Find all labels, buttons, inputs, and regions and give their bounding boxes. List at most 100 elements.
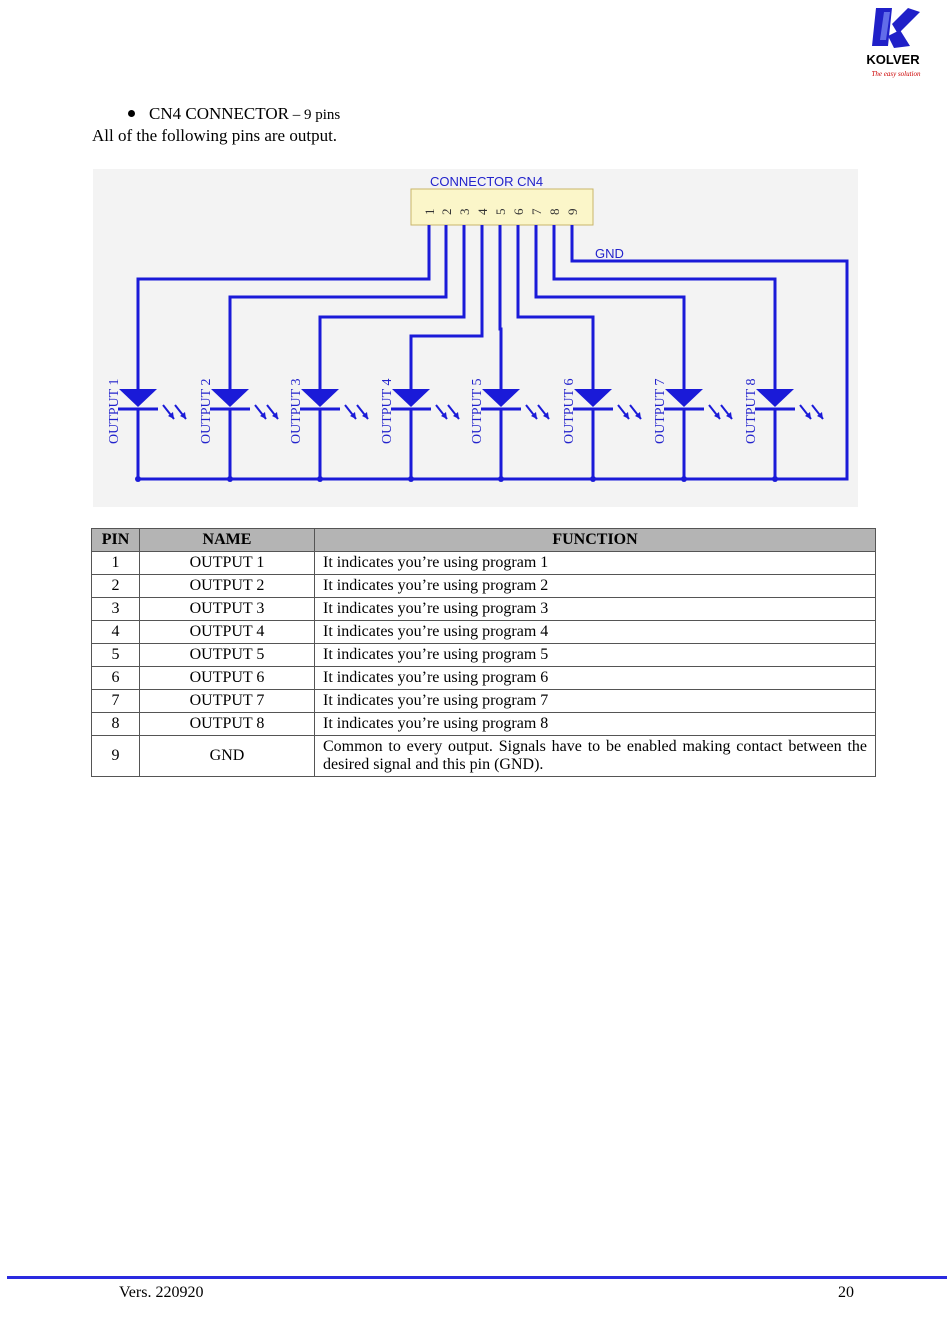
emission-arrowhead-icon xyxy=(441,412,447,419)
kolver-logo: KOLVER The easy solution xyxy=(866,8,921,78)
function-cell: It indicates you’re using program 4 xyxy=(314,620,876,644)
output-label: OUTPUT 5 xyxy=(470,379,485,444)
led-triangle-icon xyxy=(665,389,703,407)
output-label: OUTPUT 7 xyxy=(653,379,668,444)
emission-arrowhead-icon xyxy=(180,412,186,419)
pin-number-label: 1 xyxy=(422,209,437,216)
table-header-row: PIN NAME FUNCTION xyxy=(91,528,876,552)
led-triangle-icon xyxy=(574,389,612,407)
emission-arrowhead-icon xyxy=(260,412,266,419)
emission-arrowhead-icon xyxy=(726,412,732,419)
output-label: OUTPUT 2 xyxy=(199,379,214,444)
junction-dot xyxy=(317,476,323,482)
signal-wire xyxy=(228,225,448,389)
pin-number-label: 6 xyxy=(511,208,526,215)
function-cell: It indicates you’re using program 8 xyxy=(314,712,876,736)
output-label: OUTPUT 8 xyxy=(744,379,759,444)
emission-arrowhead-icon xyxy=(635,412,641,419)
emission-arrowhead-icon xyxy=(272,412,278,419)
led-triangle-icon xyxy=(211,389,249,407)
junction-dot xyxy=(135,476,141,482)
connector-label: CONNECTOR CN4 xyxy=(430,174,543,189)
function-cell: It indicates you’re using program 1 xyxy=(314,551,876,575)
signal-wire xyxy=(498,225,503,389)
led-triangle-icon xyxy=(482,389,520,407)
header-function: FUNCTION xyxy=(314,528,876,552)
emission-arrowhead-icon xyxy=(623,412,629,419)
pin-cell: 9 xyxy=(91,735,140,777)
emission-arrowhead-icon xyxy=(805,412,811,419)
name-cell: GND xyxy=(139,735,315,777)
gnd-label: GND xyxy=(595,246,624,261)
led-triangle-icon xyxy=(119,389,157,407)
junction-dot xyxy=(681,476,687,482)
junction-dot xyxy=(772,476,778,482)
led-triangle-icon xyxy=(301,389,339,407)
pin-number-label: 8 xyxy=(547,209,562,216)
pin-cell: 2 xyxy=(91,574,140,598)
name-cell: OUTPUT 1 xyxy=(139,551,315,575)
signal-wire xyxy=(516,225,595,389)
name-cell: OUTPUT 6 xyxy=(139,666,315,690)
output-label: OUTPUT 4 xyxy=(380,379,395,444)
signal-wire xyxy=(534,225,686,389)
function-cell: It indicates you’re using program 2 xyxy=(314,574,876,598)
header-name: NAME xyxy=(139,528,315,552)
section-title-suffix: – 9 pins xyxy=(288,107,341,123)
name-cell: OUTPUT 7 xyxy=(139,689,315,713)
logo-brand: KOLVER xyxy=(866,52,920,67)
name-cell: OUTPUT 8 xyxy=(139,712,315,736)
name-cell: OUTPUT 4 xyxy=(139,620,315,644)
emission-arrowhead-icon xyxy=(817,412,823,419)
pin-cell: 5 xyxy=(91,643,140,667)
junction-dot xyxy=(590,476,596,482)
name-cell: OUTPUT 5 xyxy=(139,643,315,667)
name-cell: OUTPUT 2 xyxy=(139,574,315,598)
signal-wire xyxy=(136,225,431,389)
emission-arrowhead-icon xyxy=(168,412,174,419)
pin-number-label: 4 xyxy=(475,208,490,215)
output-label: OUTPUT 6 xyxy=(562,379,577,444)
emission-arrowhead-icon xyxy=(350,412,356,419)
pin-number-label: 9 xyxy=(565,209,580,216)
page-number: 20 xyxy=(838,1284,854,1301)
signal-wire xyxy=(409,225,484,389)
signal-wire xyxy=(318,225,466,389)
pin-cell: 3 xyxy=(91,597,140,621)
pin-cell: 8 xyxy=(91,712,140,736)
connector-box xyxy=(410,188,594,226)
pin-number-label: 2 xyxy=(439,209,454,216)
pin-number-label: 7 xyxy=(529,208,544,215)
emission-arrowhead-icon xyxy=(362,412,368,419)
pin-number-label: 3 xyxy=(457,209,472,216)
bullet-icon xyxy=(128,109,135,117)
led-triangle-icon xyxy=(756,389,794,407)
output-label: OUTPUT 1 xyxy=(107,379,122,444)
function-cell: It indicates you’re using program 3 xyxy=(314,597,876,621)
function-cell: It indicates you’re using program 6 xyxy=(314,666,876,690)
pin-cell: 7 xyxy=(91,689,140,713)
junction-dot xyxy=(408,476,414,482)
emission-arrowhead-icon xyxy=(714,412,720,419)
intro-text: All of the following pins are output. xyxy=(92,126,338,145)
logo-tagline: The easy solution xyxy=(872,70,921,78)
function-cell: It indicates you’re using program 5 xyxy=(314,643,876,667)
junction-dot xyxy=(498,476,504,482)
pin-cell: 6 xyxy=(91,666,140,690)
output-label: OUTPUT 3 xyxy=(289,379,304,444)
version-label: Vers. 220920 xyxy=(119,1284,204,1301)
pin-number-label: 5 xyxy=(493,209,508,216)
section-title: CN4 CONNECTOR xyxy=(149,104,289,123)
led-triangle-icon xyxy=(392,389,430,407)
signal-wire xyxy=(552,225,777,389)
